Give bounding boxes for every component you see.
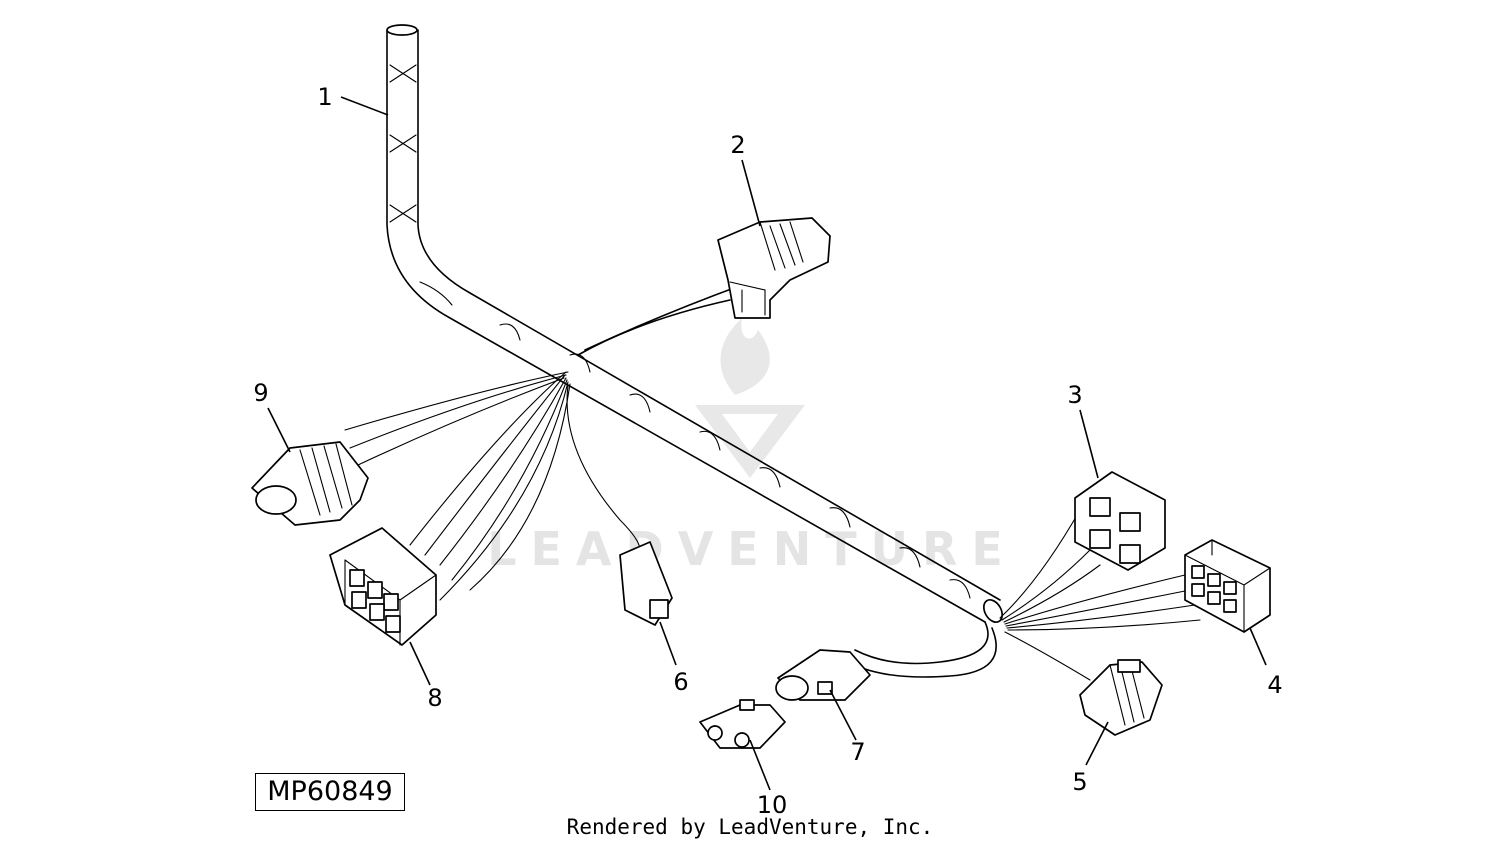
connector-8 [329, 527, 437, 646]
watermark-logo [695, 318, 805, 478]
callout-9: 9 [253, 379, 268, 407]
callout-5: 5 [1072, 768, 1087, 796]
connector-5 [1079, 659, 1163, 736]
connector-2 [577, 217, 831, 356]
leader-lines [267, 96, 1267, 791]
callout-2: 2 [730, 131, 745, 159]
branch-right [999, 509, 1201, 681]
callouts: 1 2 3 4 5 6 7 8 9 10 [253, 83, 1282, 819]
connector-6 [566, 384, 673, 626]
callout-7: 7 [850, 738, 865, 766]
watermark-text: LEADVENTURE [487, 522, 1017, 576]
connector-3 [1074, 471, 1166, 571]
connector-7 [775, 621, 997, 701]
leadventure-watermark: LEADVENTURE [487, 318, 1017, 576]
main-trunk [386, 24, 1004, 623]
callout-3: 3 [1067, 381, 1082, 409]
connector-9 [251, 441, 369, 526]
callout-4: 4 [1267, 671, 1282, 699]
callout-10: 10 [757, 791, 788, 819]
render-credit: Rendered by LeadVenture, Inc. [566, 815, 934, 839]
connector-4 [1184, 539, 1271, 633]
figure-id-label: MP60849 [255, 773, 405, 811]
branch-left [344, 371, 571, 601]
callout-6: 6 [673, 668, 688, 696]
connector-10 [699, 699, 786, 749]
callout-1: 1 [317, 83, 332, 111]
callout-8: 8 [427, 684, 442, 712]
